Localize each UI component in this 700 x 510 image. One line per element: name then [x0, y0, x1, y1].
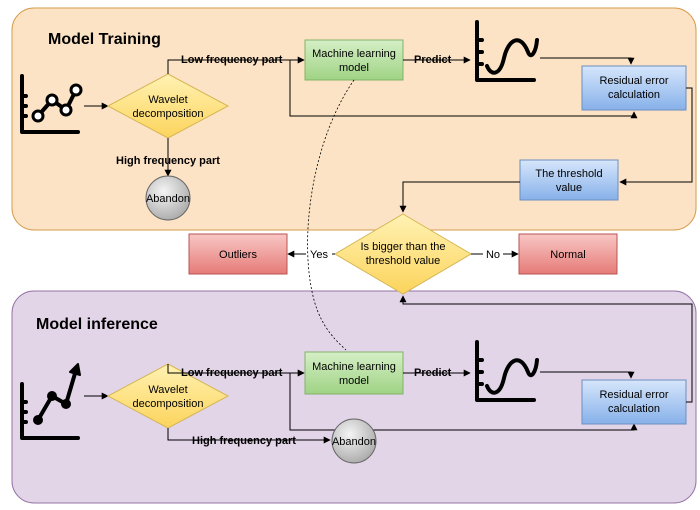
- residual-label-line1: Residual error: [599, 75, 668, 87]
- machine-learning-model-node[interactable]: [304, 351, 404, 395]
- line-chart-icon: [20, 74, 83, 134]
- no-label: No: [486, 249, 500, 261]
- shared-model-link: [307, 79, 355, 351]
- decision-label-line1: Is bigger than the: [360, 241, 445, 253]
- abandon-node[interactable]: [145, 175, 191, 221]
- normal-label: Normal: [550, 249, 585, 261]
- inference-section: [11, 290, 697, 504]
- low-frequency-label: Low frequency part: [181, 54, 283, 66]
- wavelet-label-line1: Wavelet: [148, 94, 187, 106]
- residual-label-line2: calculation: [608, 403, 660, 415]
- wavelet-label-line1: Wavelet: [148, 384, 187, 396]
- predict-label: Predict: [414, 54, 452, 66]
- residual-label-line2: calculation: [608, 89, 660, 101]
- residual-label-line1: Residual error: [599, 389, 668, 401]
- decision-label-line2: threshold value: [366, 255, 441, 267]
- wave-chart-icon: [475, 340, 539, 402]
- abandon-label: Abandon: [332, 436, 376, 448]
- line-chart-icon: [20, 363, 81, 440]
- high-frequency-label: High frequency part: [192, 435, 296, 447]
- residual-error-node[interactable]: [581, 65, 687, 111]
- ml-label-line2: model: [339, 62, 369, 74]
- threshold-label-line1: The threshold: [535, 168, 602, 180]
- wavelet-label-line2: decomposition: [133, 108, 204, 120]
- residual-error-node[interactable]: [581, 379, 687, 425]
- inference-title: Model inference: [36, 316, 158, 333]
- ml-label-line1: Machine learning: [312, 48, 396, 60]
- high-frequency-label: High frequency part: [116, 155, 220, 167]
- ml-label-line2: model: [339, 375, 369, 387]
- yes-label: Yes: [310, 249, 328, 261]
- abandon-label: Abandon: [146, 193, 190, 205]
- outliers-label: Outliers: [219, 249, 257, 261]
- threshold-label-line2: value: [556, 182, 582, 194]
- abandon-node[interactable]: [331, 418, 377, 464]
- threshold-value-node[interactable]: [519, 159, 619, 201]
- wave-chart-icon: [475, 20, 539, 82]
- outliers-node[interactable]: [188, 233, 288, 275]
- machine-learning-model-node[interactable]: [304, 39, 404, 81]
- ml-label-line1: Machine learning: [312, 361, 396, 373]
- threshold-decision-node[interactable]: [334, 213, 472, 295]
- training-title: Model Training: [48, 31, 161, 48]
- low-frequency-label: Low frequency part: [181, 367, 283, 379]
- wavelet-label-line2: decomposition: [133, 398, 204, 410]
- predict-label: Predict: [414, 367, 452, 379]
- normal-node[interactable]: [518, 233, 618, 275]
